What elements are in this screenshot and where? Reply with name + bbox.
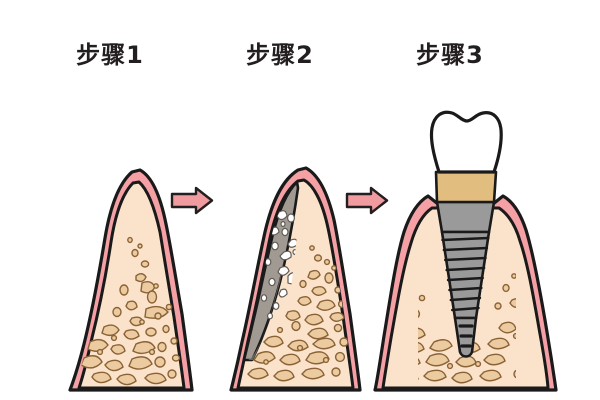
graft-particles-step-2 [260,210,298,320]
implant-threads [441,236,490,312]
step-2-label: 步骤2 [246,41,314,69]
trabecular-bone-texture-step-1 [80,236,181,386]
trabecular-bone-texture-step-3 [418,273,516,384]
step-3-label: 步骤3 [416,41,484,69]
implant-screw [435,200,496,358]
implant-apex-slots [458,324,474,348]
step-1-label: 步骤1 [76,41,144,69]
step-2-illustration [229,166,362,392]
alveolar-bone-step-1 [77,180,186,390]
step-3-illustration [373,110,558,392]
crown [429,110,503,174]
step-1-illustration [68,168,194,392]
right-arrow-icon [345,186,389,215]
abutment [434,170,498,204]
implant-collar [435,200,496,234]
arrow-1 [170,186,214,215]
arrow-2 [345,186,389,215]
right-arrow-icon [170,186,214,215]
